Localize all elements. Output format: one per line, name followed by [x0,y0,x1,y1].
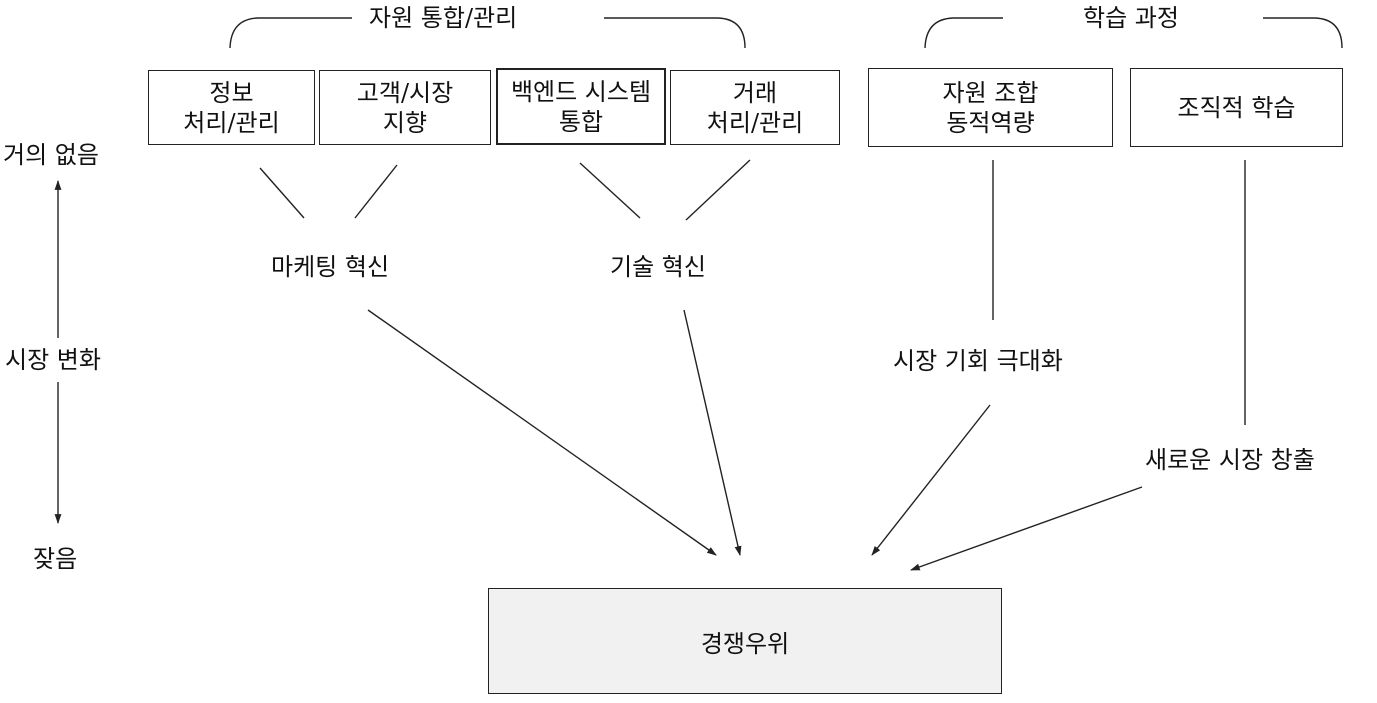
resource-group-brace-right [604,17,746,49]
learning-group-brace-left [924,17,1003,49]
technology-innovation-label: 기술 혁신 [610,253,706,281]
info-processing-line1: 정보 [209,78,254,107]
resource-combination-line2: 동적역량 [946,108,1035,137]
resource-group-title: 자원 통합/관리 [369,4,518,32]
backend-system-box: 백엔드 시스템 통합 [496,68,666,145]
maximize-to-advantage-arrow [871,404,991,556]
newmarket-to-advantage-arrow [910,486,1143,571]
resource-combination-box: 자원 조합 동적역량 [868,68,1113,147]
transaction-box: 거래 처리/관리 [670,70,840,145]
marketing-innovation-label: 마케팅 혁신 [271,253,390,281]
learning-group-brace-right [1263,17,1343,49]
axis-middle-label: 시장 변화 [5,346,101,374]
resource-combination-line1: 자원 조합 [942,78,1039,107]
customer-market-line2: 지향 [382,108,428,137]
organizational-learning-box: 조직적 학습 [1130,68,1343,147]
transaction-to-tech-line [685,159,751,221]
axis-top-label: 거의 없음 [3,141,99,169]
backend-to-tech-line [579,162,641,219]
learning-group-title: 학습 과정 [1083,4,1179,32]
marketing-to-advantage-arrow [367,309,717,556]
info-processing-box: 정보 처리/관리 [148,70,315,145]
backend-system-line2: 통합 [558,107,604,136]
backend-system-line1: 백엔드 시스템 [510,77,652,106]
organizational-learning-label: 조직적 학습 [1177,93,1296,122]
axis-bottom-label: 잦음 [33,545,78,573]
tech-to-advantage-arrow [683,309,742,556]
market-opportunity-label: 시장 기회 극대화 [893,347,1063,375]
resource-group-brace-left [229,17,352,49]
competitive-advantage-box: 경쟁우위 [488,588,1002,694]
transaction-line1: 거래 [732,78,778,107]
new-market-creation-label: 새로운 시장 창출 [1145,446,1315,474]
info-processing-line2: 처리/관리 [183,108,280,137]
info-to-marketing-line [259,167,305,219]
customer-market-line1: 고객/시장 [356,78,454,107]
customer-market-box: 고객/시장 지향 [319,70,491,145]
competitive-advantage-label: 경쟁우위 [700,629,790,658]
customer-to-marketing-line [354,164,398,219]
transaction-line2: 처리/관리 [706,108,804,137]
